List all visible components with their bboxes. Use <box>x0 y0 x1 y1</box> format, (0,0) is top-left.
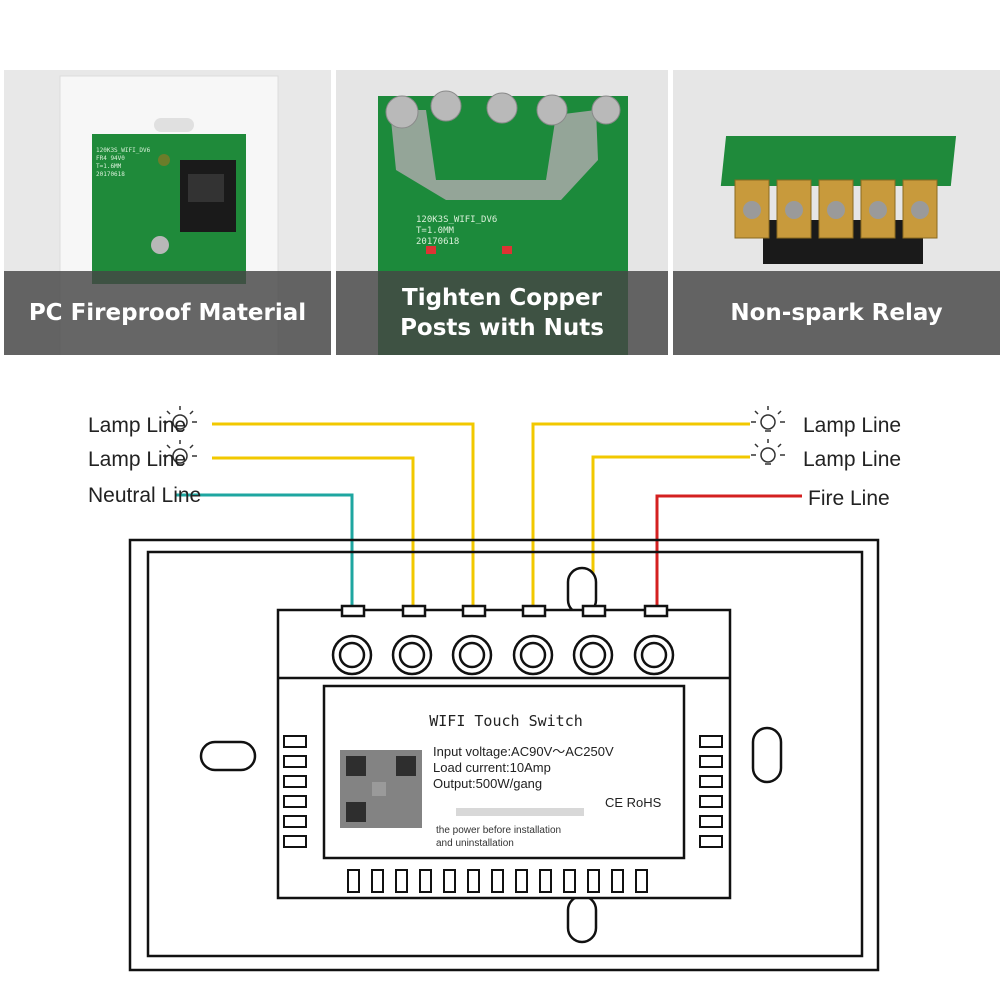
certifications: CE RoHS <box>605 795 662 810</box>
spec-load-current: Load current:10Amp <box>433 760 551 775</box>
mounting-hole <box>751 726 783 784</box>
lamp-icon <box>751 406 785 432</box>
pcb-photo-fireproof: 120K3S_WIFI_DV6 FR4 94V0 T=1.6MM 2017061… <box>4 70 331 355</box>
lamp-wire-l1 <box>591 455 750 608</box>
wire-label-lamp-line: Lamp Line <box>803 414 901 437</box>
neutral-wire <box>175 493 354 608</box>
product-label <box>322 684 686 860</box>
panel-caption: PC Fireproof Material <box>4 271 331 355</box>
terminal-screw <box>633 634 675 676</box>
pcb-text: 120K3S_WIFI_DV6 <box>416 215 497 225</box>
pcb-text: 120K3S_WIFI_DV6 <box>96 147 151 154</box>
lamp-icon <box>163 440 197 466</box>
spec-output: Output:500W/gang <box>433 776 542 791</box>
blurred-text <box>456 808 584 816</box>
wire-label-lamp-line: Lamp Line <box>803 448 901 471</box>
terminal-screw <box>331 634 373 676</box>
product-name: WIFI Touch Switch <box>429 712 583 730</box>
pcb-text: 20170618 <box>416 237 459 247</box>
terminal-screw <box>451 634 493 676</box>
wire-label-lamp-line: Lamp Line <box>88 448 186 471</box>
terminal-screw <box>512 634 554 676</box>
pcb-text: FR4 94V0 <box>96 155 125 162</box>
wire-label-neutral-line: Neutral Line <box>88 484 201 507</box>
pcb-text: T=1.6MM <box>96 163 122 170</box>
photo-panel-copper-posts: 120K3S_WIFI_DV6 T=1.0MM 20170618 Tighten… <box>336 70 668 355</box>
pcb-text: T=1.0MM <box>416 226 455 236</box>
wire-label-fire-line: Fire Line <box>808 487 890 510</box>
switch-plate-outer <box>128 538 880 972</box>
mounting-hole <box>199 740 257 772</box>
install-note: and uninstallation <box>436 838 514 849</box>
terminal-screw <box>391 634 433 676</box>
photo-panel-fireproof: 120K3S_WIFI_DV6 FR4 94V0 T=1.6MM 2017061… <box>4 70 331 355</box>
fire-wire <box>655 494 802 608</box>
switch-plate-inner <box>146 550 864 958</box>
photo-panel-relay: Non-spark Relay <box>673 70 1000 355</box>
wire-label-lamp-line: Lamp Line <box>88 414 186 437</box>
pcb-text: 20170618 <box>96 171 125 178</box>
lamp-wire-l4 <box>212 456 415 608</box>
spec-input-voltage: Input voltage:AC90V～AC250V <box>433 744 614 759</box>
mounting-hole <box>566 894 598 944</box>
lamp-wire-l3 <box>212 422 475 608</box>
qr-code <box>340 750 422 828</box>
lamp-icon <box>163 406 197 432</box>
terminal-screw <box>572 634 614 676</box>
lamp-wire-l2 <box>531 422 750 608</box>
lamp-icon <box>751 439 785 465</box>
panel-caption: Non-spark Relay <box>673 271 1000 355</box>
install-note: the power before installation <box>436 825 561 836</box>
